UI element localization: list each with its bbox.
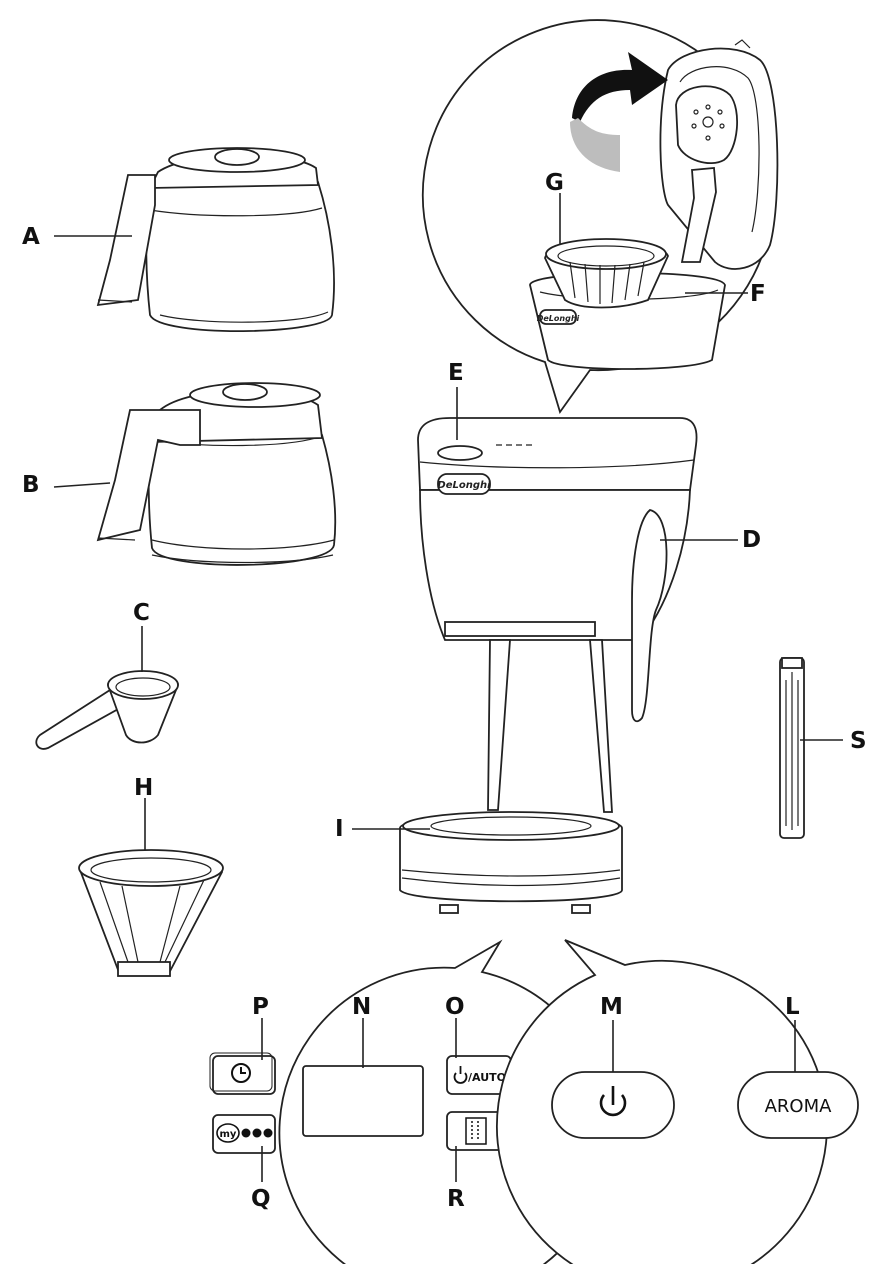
label-g: G — [545, 170, 564, 196]
label-n: N — [352, 994, 371, 1020]
curved-arrow-icon — [570, 52, 668, 172]
leader-lines — [53, 235, 843, 1182]
timer-button[interactable] — [212, 1055, 276, 1095]
label-i: I — [335, 816, 344, 842]
auto-label: /AUTO — [468, 1071, 506, 1084]
label-o: O — [445, 994, 465, 1020]
control-panel: my /AUTO — [209, 1052, 512, 1154]
label-c: C — [133, 600, 150, 626]
filter-holder-top: DeLonghi — [529, 238, 726, 370]
label-r: R — [447, 1186, 465, 1212]
label-h: H — [134, 775, 153, 801]
label-d: D — [742, 527, 761, 553]
coffee-maker-body: DeLonghi — [399, 417, 698, 914]
descale-icon — [465, 1117, 487, 1145]
carafe-thermal — [96, 382, 337, 566]
aroma-label: AROMA — [765, 1096, 833, 1117]
power-icon — [599, 1086, 627, 1117]
label-l: L — [785, 994, 800, 1020]
label-m: M — [600, 994, 623, 1020]
brand-logo-top: DeLonghi — [537, 314, 580, 323]
brand-logo-main: DeLonghi — [437, 480, 491, 491]
label-p: P — [252, 994, 269, 1020]
strength-dots-icon: my — [216, 1123, 273, 1143]
display-screen — [302, 1065, 424, 1137]
measuring-scoop-stick — [779, 657, 805, 839]
label-f: F — [750, 281, 766, 307]
measuring-spoon — [35, 670, 179, 750]
callout-labels: A B C H G F E D I S P N O Q R M L — [22, 170, 867, 1212]
label-q: Q — [251, 1186, 271, 1212]
my-label: my — [220, 1129, 237, 1140]
clock-icon — [231, 1063, 251, 1083]
carafe-glass — [96, 147, 335, 333]
label-a: A — [22, 224, 40, 250]
label-e: E — [448, 360, 464, 386]
label-s: S — [850, 728, 867, 754]
label-b: B — [22, 472, 40, 498]
open-lid — [659, 39, 779, 270]
aroma-button[interactable] — [737, 1071, 859, 1139]
power-icon — [453, 1066, 468, 1084]
permanent-filter — [78, 849, 224, 977]
